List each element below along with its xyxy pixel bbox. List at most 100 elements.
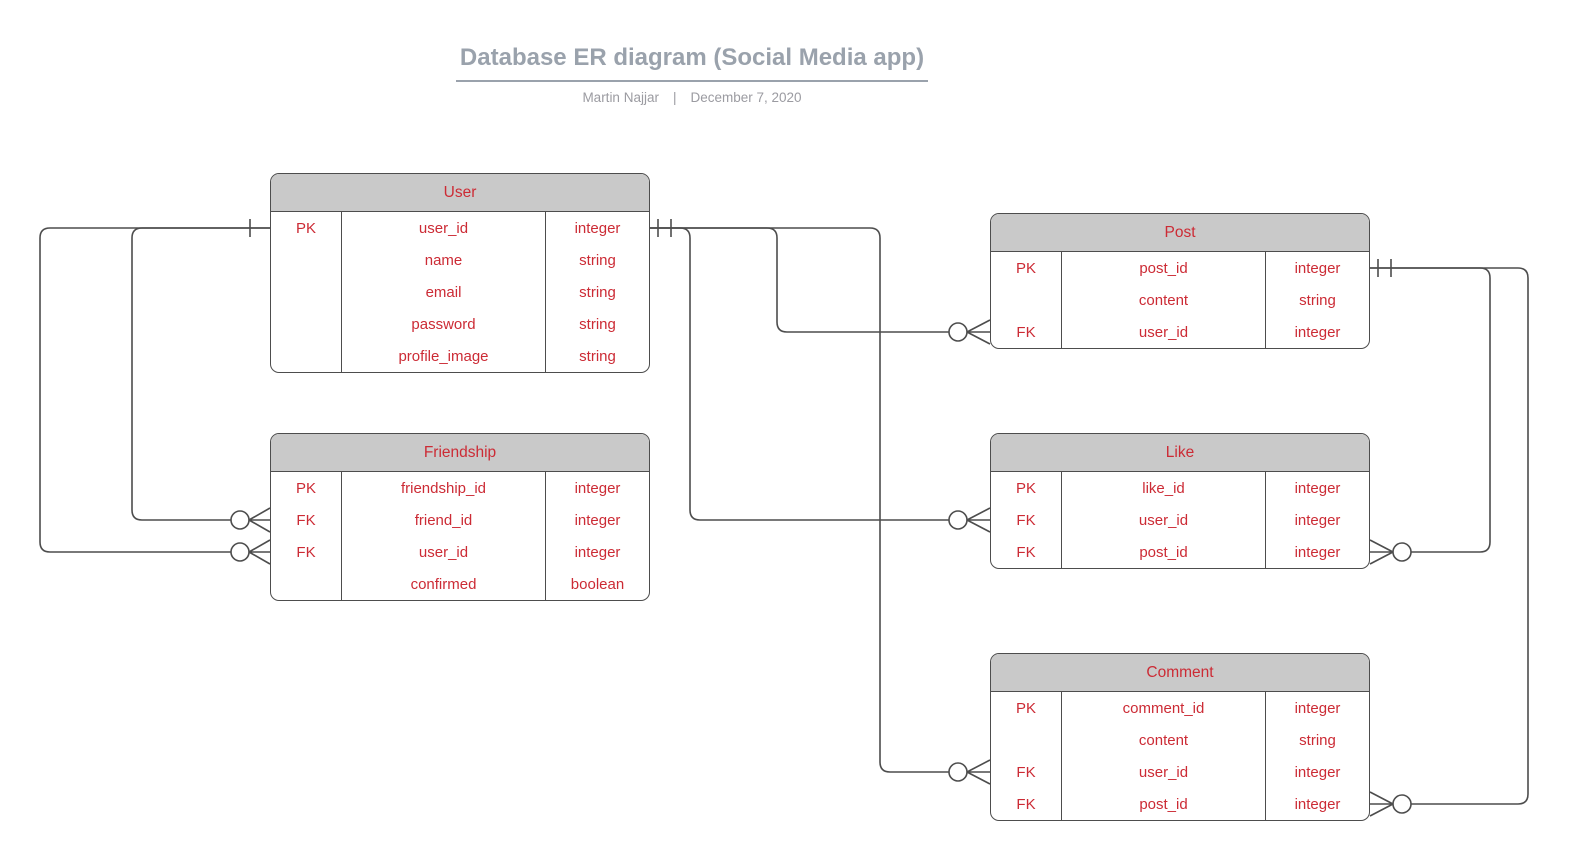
row-type-cell: string [579, 251, 616, 269]
row-field-cell: user_id [342, 536, 546, 568]
entity-comment-title: Comment [991, 654, 1369, 692]
header-block: Database ER diagram (Social Media app) M… [387, 44, 997, 105]
row-key-cell: PK [991, 472, 1062, 504]
table-row: content string [991, 284, 1369, 316]
row-type-cell: integer [1294, 795, 1341, 813]
row-field-cell: confirmed [342, 568, 546, 600]
row-field-cell: post_id [1062, 788, 1266, 820]
row-type-cell: string [579, 315, 616, 333]
crows-foot-icon [1369, 791, 1394, 817]
row-type-cell: integer [574, 543, 621, 561]
row-key-cell: FK [991, 504, 1062, 536]
crows-foot-icon [248, 507, 271, 533]
table-row: email string [271, 276, 649, 308]
row-type-cell: integer [1294, 511, 1341, 529]
row-field-cell: post_id [1062, 252, 1266, 284]
cardinality-zero-circle [948, 762, 968, 782]
row-key-cell [991, 284, 1062, 316]
row-key-cell [991, 724, 1062, 756]
row-key-cell: PK [271, 472, 342, 504]
row-type-cell: integer [1294, 763, 1341, 781]
row-field-cell: friend_id [342, 504, 546, 536]
row-key-cell [271, 276, 342, 308]
cardinality-zero-circle [948, 510, 968, 530]
row-field-cell: friendship_id [342, 472, 546, 504]
relationship-user-post[interactable] [650, 219, 991, 345]
entity-like-title: Like [991, 434, 1369, 472]
row-type-cell: integer [574, 511, 621, 529]
relationship-user-like[interactable] [650, 227, 991, 533]
diagram-date: December 7, 2020 [690, 90, 802, 105]
row-type-cell: integer [574, 479, 621, 497]
row-field-cell: name [342, 244, 546, 276]
subtitle-separator: | [672, 90, 677, 105]
row-type-cell: string [1299, 731, 1336, 749]
row-key-cell: FK [991, 536, 1062, 568]
crows-foot-icon [966, 507, 991, 533]
row-type-cell: integer [574, 219, 621, 237]
cardinality-zero-circle [1392, 794, 1412, 814]
row-key-cell [271, 308, 342, 340]
row-field-cell: content [1062, 284, 1266, 316]
relationship-user-friendship-friend-id[interactable] [131, 219, 271, 533]
row-key-cell [271, 568, 342, 600]
row-field-cell: user_id [342, 212, 546, 244]
row-type-cell: boolean [570, 575, 625, 593]
table-row: confirmed boolean [271, 568, 649, 600]
row-key-cell [271, 244, 342, 276]
relationship-post-comment[interactable] [1369, 267, 1529, 817]
row-field-cell: password [342, 308, 546, 340]
row-type-cell: string [579, 347, 616, 365]
crows-foot-icon [966, 319, 991, 345]
row-key-cell: FK [991, 788, 1062, 820]
crows-foot-icon [966, 759, 991, 785]
row-key-cell: PK [271, 212, 342, 244]
row-key-cell [271, 340, 342, 372]
row-type-cell: integer [1294, 699, 1341, 717]
row-field-cell: user_id [1062, 316, 1266, 348]
row-type-cell: integer [1294, 543, 1341, 561]
row-field-cell: email [342, 276, 546, 308]
row-field-cell: user_id [1062, 504, 1266, 536]
entity-post-title: Post [991, 214, 1369, 252]
cardinality-zero-circle [230, 510, 250, 530]
relationship-user-comment[interactable] [650, 227, 991, 785]
relationship-user-friendship-user-id[interactable] [39, 227, 271, 565]
table-row: name string [271, 244, 649, 276]
row-field-cell: user_id [1062, 756, 1266, 788]
entity-user-title: User [271, 174, 649, 212]
author-name: Martin Najjar [582, 90, 659, 105]
relationship-post-like[interactable] [1369, 259, 1491, 565]
cardinality-zero-circle [230, 542, 250, 562]
row-key-cell: FK [271, 504, 342, 536]
row-type-cell: integer [1294, 259, 1341, 277]
row-type-cell: string [1299, 291, 1336, 309]
crows-foot-icon [1369, 539, 1394, 565]
row-field-cell: comment_id [1062, 692, 1266, 724]
row-type-cell: integer [1294, 323, 1341, 341]
row-key-cell: FK [991, 316, 1062, 348]
row-type-cell: integer [1294, 479, 1341, 497]
row-key-cell: FK [991, 756, 1062, 788]
row-type-cell: string [579, 283, 616, 301]
